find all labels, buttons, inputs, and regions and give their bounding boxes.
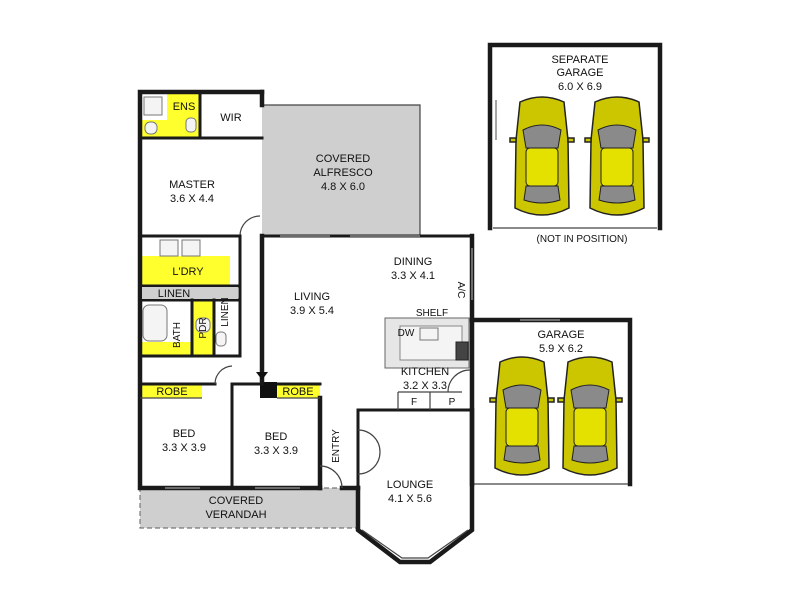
bed-1-label: BED xyxy=(173,428,196,440)
covered-alfresco: COVERED ALFRESCO 4.8 X 6.0 xyxy=(262,104,421,236)
car-icon xyxy=(557,356,623,476)
kitchen-label: KITCHEN xyxy=(401,366,449,378)
dining-dims: 3.3 X 4.1 xyxy=(391,270,435,282)
lounge-label: LOUNGE xyxy=(387,479,433,491)
lounge: LOUNGE 4.1 X 5.6 xyxy=(355,407,475,565)
living-dims: 3.9 X 5.4 xyxy=(290,305,334,317)
robe-1-label: ROBE xyxy=(156,386,187,398)
wir-label: WIR xyxy=(220,112,241,124)
living-dining-kitchen: DINING 3.3 X 4.1 A/C LIVING 3.9 X 5.4 SH… xyxy=(256,256,474,412)
dining-label: DINING xyxy=(394,256,433,268)
master-label: MASTER xyxy=(169,179,215,191)
bath-label: BATH xyxy=(172,322,183,348)
garage: GARAGE 5.9 X 6.2 xyxy=(469,317,633,487)
garage-dims: 5.9 X 6.2 xyxy=(539,343,583,355)
living-label: LIVING xyxy=(294,291,330,303)
alfresco-label-2: ALFRESCO xyxy=(313,167,373,179)
pdr-label: PDR xyxy=(198,317,209,338)
separate-garage-label-2: GARAGE xyxy=(556,67,603,79)
laundry: L'DRY LINEN xyxy=(138,234,242,302)
master-dims: 3.6 X 4.4 xyxy=(170,193,214,205)
separate-garage-note: (NOT IN POSITION) xyxy=(537,234,628,245)
pantry-label: P xyxy=(449,397,456,408)
separate-garage-dims: 6.0 X 6.9 xyxy=(558,81,602,93)
linen-1-label: LINEN xyxy=(158,288,190,300)
fridge-label: F xyxy=(411,397,417,408)
linen-2-label: LINEN xyxy=(220,297,231,326)
kitchen-dims: 3.2 X 3.3 xyxy=(403,380,447,392)
verandah-label-2: VERANDAH xyxy=(205,509,266,521)
verandah-label: COVERED xyxy=(209,495,263,507)
ac-label: A/C xyxy=(455,282,466,299)
bed-2-label: BED xyxy=(265,431,288,443)
ensuite-wir: ENS WIR xyxy=(138,90,264,140)
car-icon xyxy=(509,96,575,216)
garage-label: GARAGE xyxy=(537,329,584,341)
laundry-label: L'DRY xyxy=(172,266,204,278)
entry-label: ENTRY xyxy=(331,429,342,463)
master: MASTER 3.6 X 4.4 xyxy=(138,179,261,238)
entry: ENTRY xyxy=(319,408,381,490)
bath-block: BATH PDR LINEN xyxy=(138,297,242,358)
separate-garage: SEPARATE GARAGE 6.0 X 6.9 (NOT IN POSITI… xyxy=(487,42,663,245)
covered-verandah: COVERED VERANDAH xyxy=(139,487,359,529)
alfresco-label: COVERED xyxy=(316,153,370,165)
bed-2-dims: 3.3 X 3.9 xyxy=(254,445,298,457)
car-icon xyxy=(489,356,555,476)
ens-label: ENS xyxy=(173,101,196,113)
alfresco-dims: 4.8 X 6.0 xyxy=(321,181,365,193)
bedrooms: ROBE ROBE BED 3.3 X 3.9 BED 3.3 X 3.9 xyxy=(138,365,322,490)
robe-2-label: ROBE xyxy=(282,386,313,398)
shelf-label: SHELF xyxy=(416,308,448,319)
dw-label: DW xyxy=(398,328,415,339)
lounge-dims: 4.1 X 5.6 xyxy=(388,493,432,505)
car-icon xyxy=(584,96,650,216)
bed-1-dims: 3.3 X 3.9 xyxy=(162,442,206,454)
separate-garage-label: SEPARATE xyxy=(551,54,608,66)
